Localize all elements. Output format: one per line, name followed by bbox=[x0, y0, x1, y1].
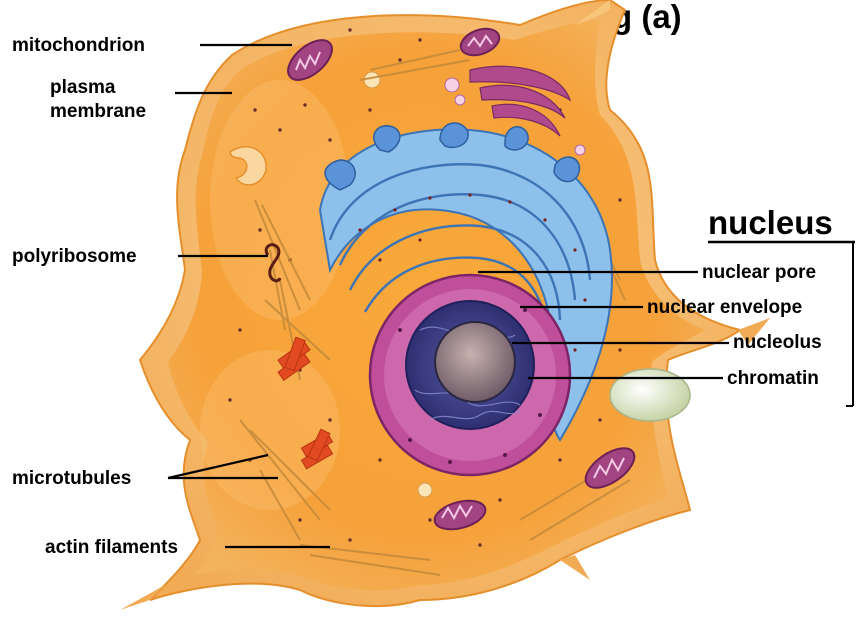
nucleus-structure bbox=[370, 275, 570, 475]
label-mitochondrion: mitochondrion bbox=[12, 35, 145, 56]
label-nucleolus: nucleolus bbox=[733, 332, 822, 353]
label-chromatin: chromatin bbox=[727, 368, 819, 389]
label-plasma: plasma bbox=[50, 77, 116, 98]
label-actin-filaments: actin filaments bbox=[45, 537, 178, 558]
label-microtubules: microtubules bbox=[12, 468, 131, 489]
vacuole bbox=[610, 369, 690, 421]
label-membrane: membrane bbox=[50, 101, 146, 122]
label-nuclear-pore: nuclear pore bbox=[702, 262, 816, 283]
nucleolus-shape bbox=[435, 322, 515, 402]
label-nuclear-envelope: nuclear envelope bbox=[647, 297, 802, 318]
label-polyribosome: polyribosome bbox=[12, 246, 137, 267]
nucleus-heading: nucleus bbox=[708, 204, 833, 241]
